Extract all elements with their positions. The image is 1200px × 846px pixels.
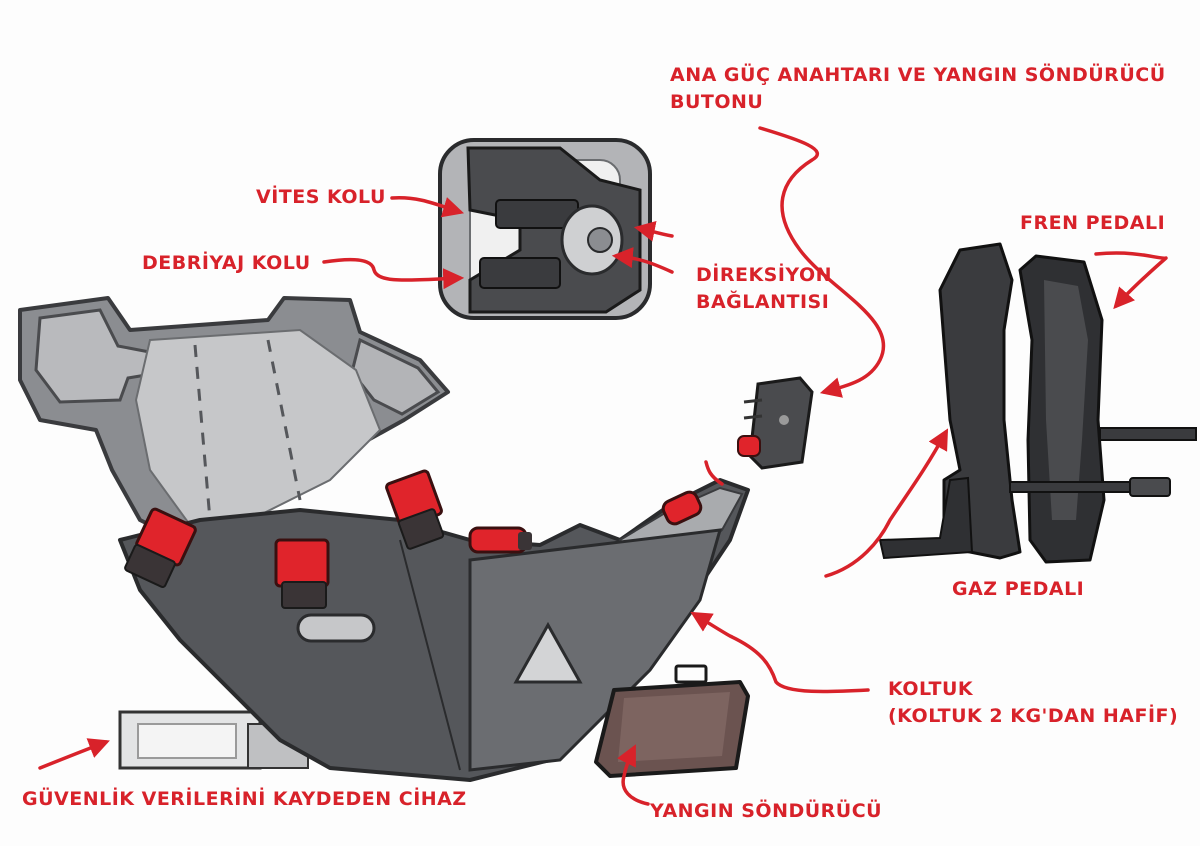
label-line: GAZ PEDALI [952, 578, 1085, 600]
pedal-assembly [878, 242, 1197, 564]
label-fire-extinguisher: YANGIN SÖNDÜRÜCÜ [650, 798, 882, 825]
seat [18, 296, 750, 782]
label-line: DİREKSİYON [696, 264, 833, 286]
label-line: DEBRİYAJ KOLU [142, 252, 311, 274]
label-line: ANA GÜÇ ANAHTARI VE YANGIN SÖNDÜRÜCÜ [670, 64, 1166, 86]
label-line: VİTES KOLU [256, 186, 386, 208]
label-line: GÜVENLİK VERİLERİNİ KAYDEDEN CİHAZ [22, 788, 467, 810]
label-line: (KOLTUK 2 KG'DAN HAFİF) [888, 705, 1179, 727]
label-seat: KOLTUK (KOLTUK 2 KG'DAN HAFİF) [888, 676, 1178, 730]
label-steering-connection: DİREKSİYON BAĞLANTISI [696, 262, 832, 316]
label-line: BUTONU [670, 91, 764, 113]
label-line: FREN PEDALI [1020, 212, 1166, 234]
label-brake-pedal: FREN PEDALI [1020, 210, 1165, 237]
label-line: BAĞLANTISI [696, 291, 830, 313]
label-line: KOLTUK [888, 678, 974, 700]
steering-wheel [438, 138, 652, 320]
label-clutch-lever: DEBRİYAJ KOLU [142, 250, 311, 277]
label-gas-pedal: GAZ PEDALI [952, 576, 1084, 603]
label-data-recorder: GÜVENLİK VERİLERİNİ KAYDEDEN CİHAZ [22, 786, 467, 813]
belt-buckles [124, 469, 703, 609]
annotation-arrows [38, 126, 1168, 806]
label-gear-lever: VİTES KOLU [256, 184, 386, 211]
main-power-switch [737, 376, 814, 470]
label-line: YANGIN SÖNDÜRÜCÜ [650, 800, 883, 822]
label-main-power-switch: ANA GÜÇ ANAHTARI VE YANGIN SÖNDÜRÜCÜ BUT… [670, 62, 1166, 116]
